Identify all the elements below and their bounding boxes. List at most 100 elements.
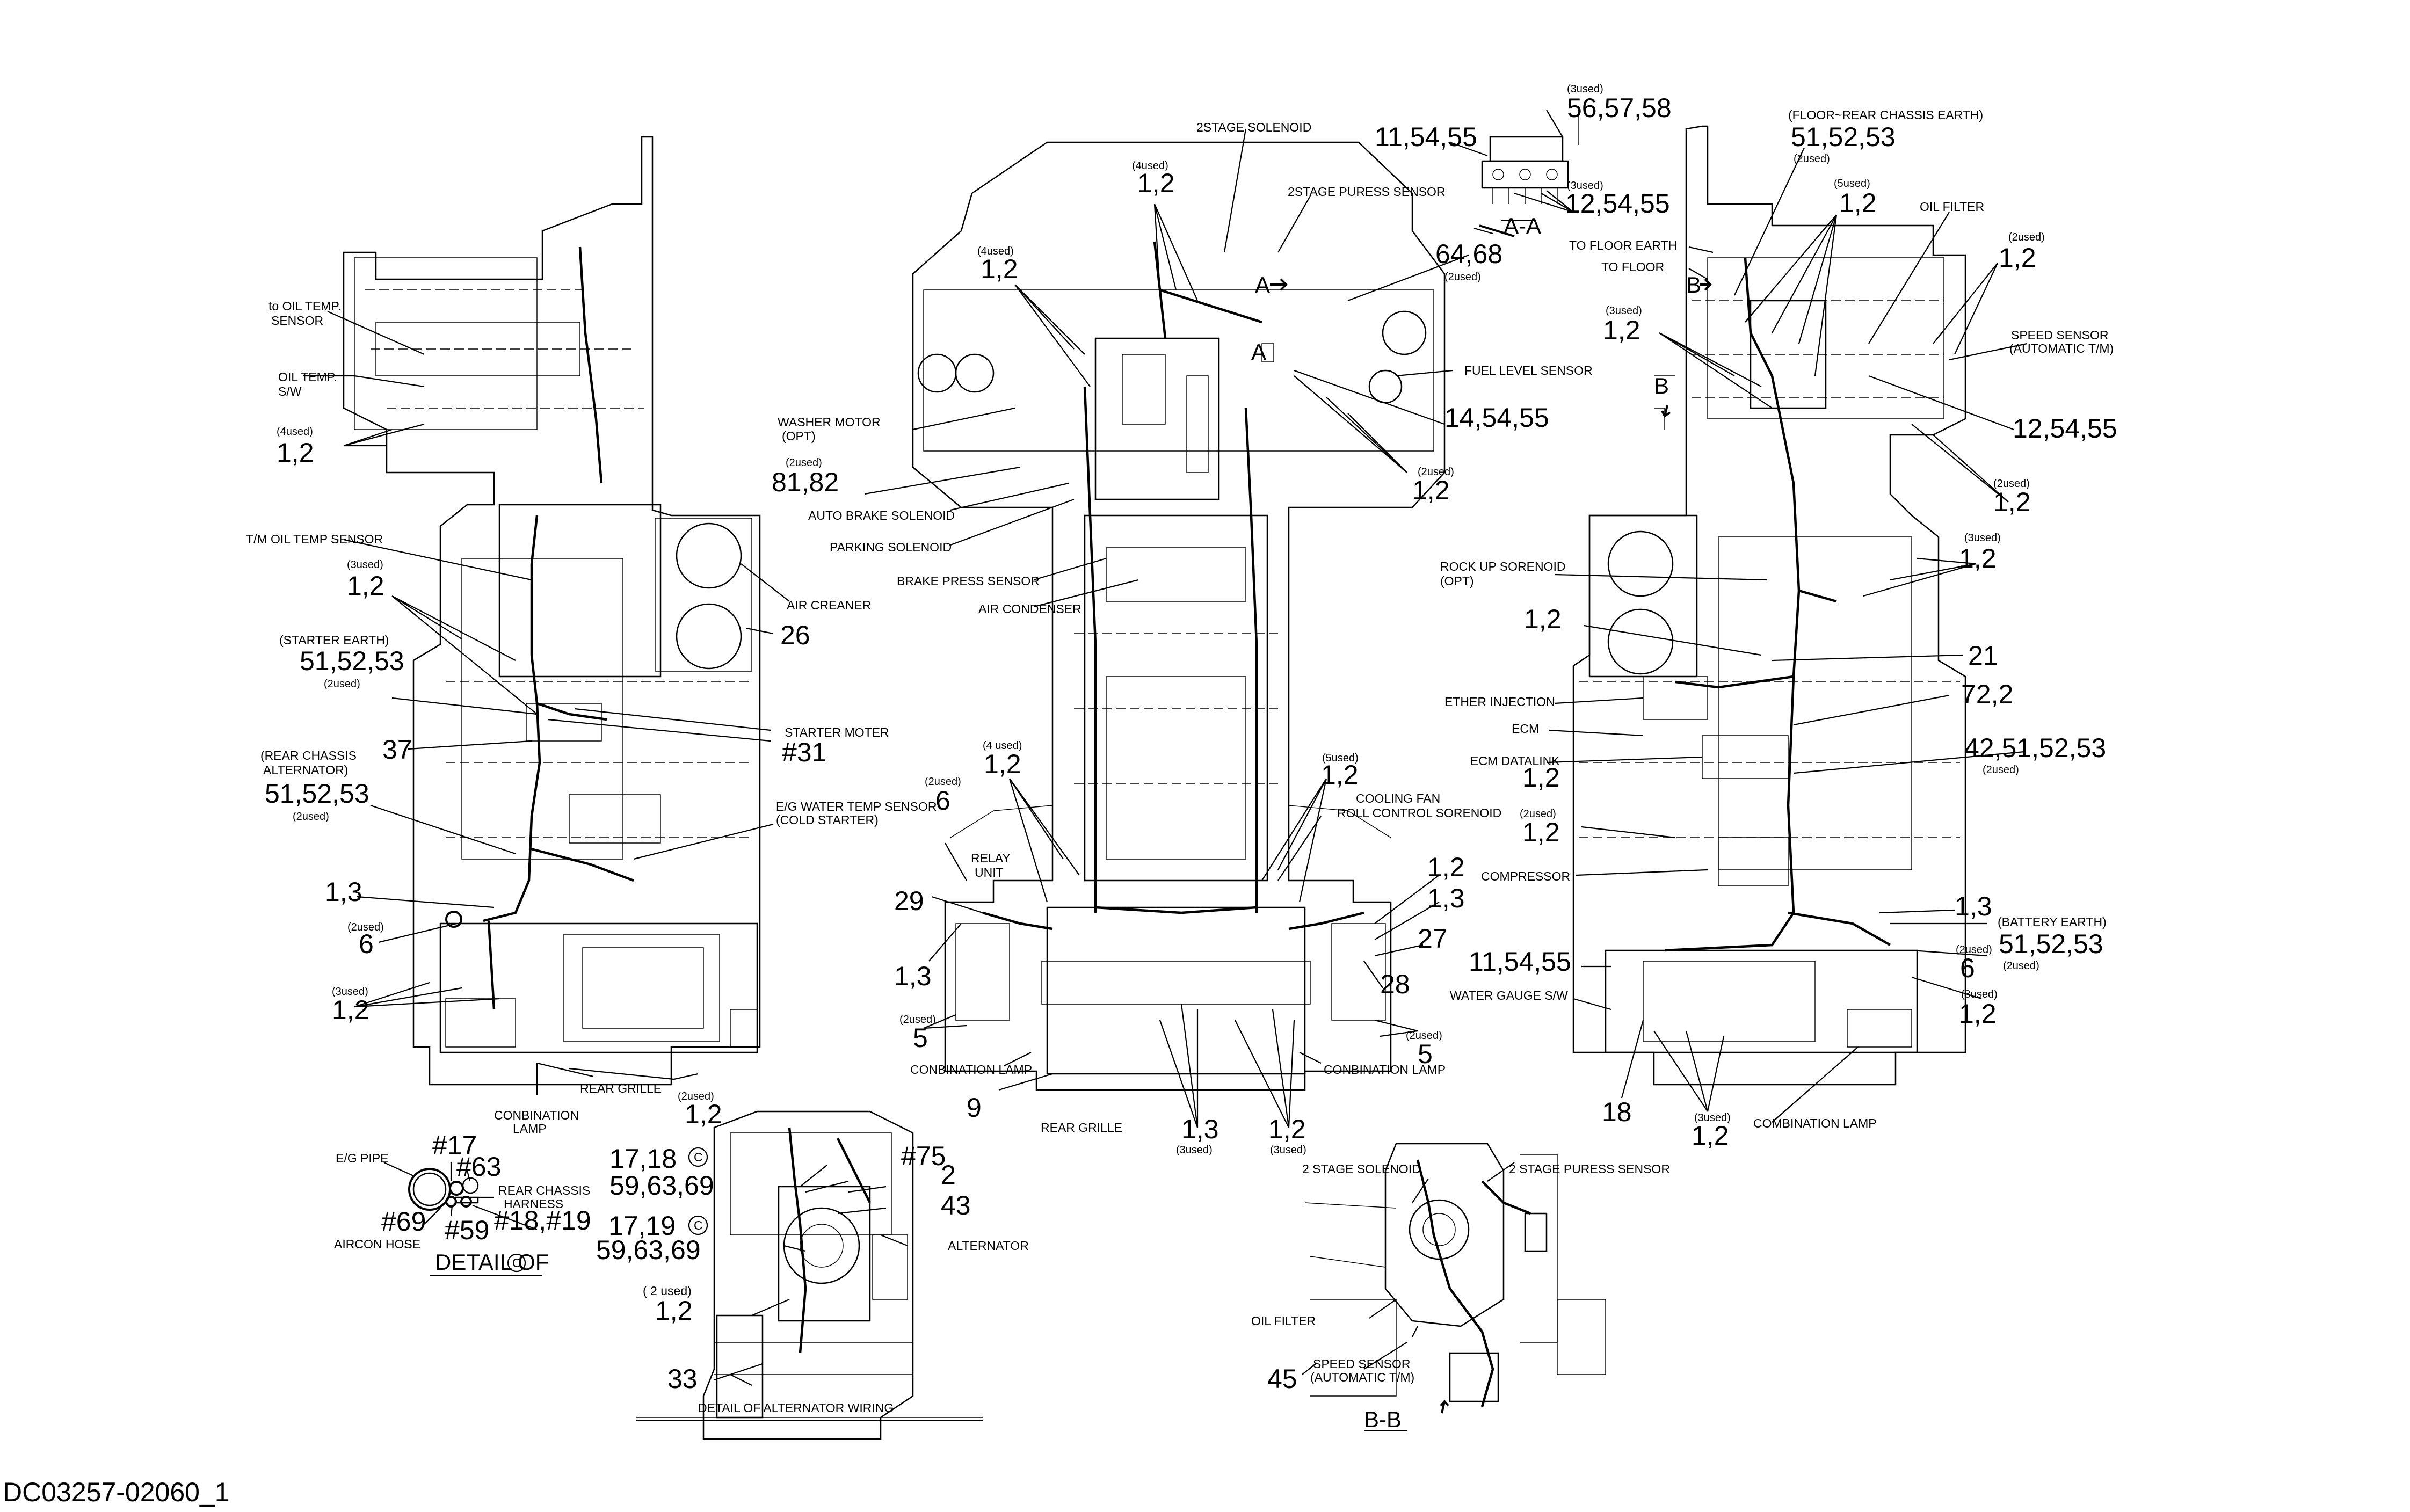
callout-label: 11,54,55 xyxy=(1375,122,1477,152)
callout-label: (OPT) xyxy=(782,429,816,443)
drawing-number: DC03257-02060_1 xyxy=(3,1477,230,1507)
callout-label: 1,2 xyxy=(1603,315,1640,345)
callout-label: REAR GRILLE xyxy=(580,1081,662,1095)
callout-label: 1,2 xyxy=(984,749,1021,779)
callout-label: CONBINATION LAMP xyxy=(1324,1063,1446,1077)
callout-label: 1,2 xyxy=(1268,1114,1306,1144)
callout-label: (3used) xyxy=(347,559,383,571)
center-top-view-labels: 2STAGE SOLENOID (4used) 1,2 2STAGE PURES… xyxy=(772,120,1593,1156)
callout-label: ( 2 used) xyxy=(643,1284,692,1298)
callout-label: (2used) xyxy=(1418,466,1454,478)
callout-label: 1,2 xyxy=(277,438,314,468)
callout-label: 1,3 xyxy=(894,961,932,991)
callout-label: SENSOR xyxy=(271,314,323,328)
section-b-b-drawing xyxy=(1304,1143,1606,1407)
callout-label: #63 xyxy=(456,1152,501,1182)
callout-label: 51,52,53 xyxy=(1791,122,1896,152)
callout-label: 1,3 xyxy=(1955,891,1992,921)
callout-label: ALTERNATOR) xyxy=(263,763,348,777)
callout-label: RELAY xyxy=(971,851,1011,865)
callout-label: 56,57,58 xyxy=(1567,93,1672,123)
callout-label: (COLD STARTER) xyxy=(776,813,879,827)
callout-label: (4used) xyxy=(277,426,313,438)
callout-label: 1,2 xyxy=(1839,188,1877,218)
callout-label: (2used) xyxy=(1794,153,1830,165)
callout-label: S/W xyxy=(278,384,302,398)
view-marker: A xyxy=(1251,339,1266,365)
callout-label: #59 xyxy=(445,1215,489,1245)
callout-label: 45 xyxy=(1267,1364,1297,1394)
callout-label: 33 xyxy=(667,1364,698,1394)
callout-label: (3used) xyxy=(1964,532,2001,544)
callout-label: (3used) xyxy=(1694,1112,1731,1124)
callout-label: (5used) xyxy=(1322,752,1359,764)
callout-label: WATER GAUGE S/W xyxy=(1450,988,1568,1002)
callout-label: #31 xyxy=(782,737,826,767)
callout-label: (2used) xyxy=(899,1014,936,1026)
section-a-a-labels: (3used) 56,57,58 11,54,55 (3used) 12,54,… xyxy=(1375,83,1672,238)
callout-label: (3used) xyxy=(1270,1144,1306,1156)
callout-label: (2used) xyxy=(1520,808,1556,820)
callout-label: 14,54,55 xyxy=(1444,403,1549,433)
callout-label: 26 xyxy=(780,620,810,650)
callout-label: (2used) xyxy=(1406,1030,1442,1042)
callout-label: #75 xyxy=(901,1141,946,1171)
detail-title: DETAIL OF ALTERNATOR WIRING xyxy=(698,1401,894,1415)
rear-right-view-drawing xyxy=(1572,125,1966,1086)
view-marker-labels: A A B B xyxy=(1251,272,1701,398)
callout-label: 1,2 xyxy=(685,1099,722,1129)
callout-label: 1,2 xyxy=(1959,999,1997,1029)
callout-label: CONBINATION xyxy=(494,1108,579,1122)
rear-left-view-labels: to OIL TEMP. SENSOR OIL TEMP. S/W (4used… xyxy=(246,299,937,1136)
callout-label: AIR CREANER xyxy=(787,598,871,612)
callout-label: 72,2 xyxy=(1961,679,2013,709)
callout-label: (2used) xyxy=(2008,231,2045,243)
detail-mark: C xyxy=(694,1150,703,1164)
callout-label: 1,2 xyxy=(1993,487,2031,517)
callout-label: (3used) xyxy=(1176,1144,1213,1156)
callout-label: HARNESS xyxy=(504,1197,563,1211)
callout-label: ECM xyxy=(1512,722,1539,736)
callout-label: 81,82 xyxy=(772,467,839,497)
callout-label: 1,3 xyxy=(1427,883,1465,913)
callout-label: E/G PIPE xyxy=(336,1151,388,1165)
callout-label: 59,63,69 xyxy=(596,1235,701,1265)
callout-label: TO FLOOR xyxy=(1601,260,1664,274)
callout-label: (2used) xyxy=(324,678,360,690)
callout-label: (4used) xyxy=(1132,160,1168,172)
detail-title-mark: C xyxy=(512,1256,521,1270)
callout-label: 6 xyxy=(1960,953,1975,983)
callout-label: (AUTOMATIC T/M) xyxy=(1310,1370,1414,1384)
callout-label: 6 xyxy=(359,929,374,959)
callout-label: 29 xyxy=(894,886,924,916)
callout-label: COMBINATION LAMP xyxy=(1753,1116,1877,1130)
callout-label: ETHER INJECTION xyxy=(1444,695,1555,709)
view-marker: B xyxy=(1654,373,1669,398)
callout-label: 2 STAGE PURESS SENSOR xyxy=(1509,1162,1670,1176)
callout-label: (REAR CHASSIS xyxy=(260,748,357,762)
callout-label: 1,2 xyxy=(1999,243,2036,273)
callout-label: (2used) xyxy=(1993,478,2030,490)
callout-label: 2STAGE SOLENOID xyxy=(1196,120,1311,134)
section-indicators xyxy=(430,220,1712,1431)
callout-label: 51,52,53 xyxy=(300,646,404,676)
callout-label: WASHER MOTOR xyxy=(778,415,881,429)
callout-label: COMPRESSOR xyxy=(1481,869,1570,883)
callout-label: OIL TEMP. xyxy=(278,370,337,384)
callout-label: (FLOOR~REAR CHASSIS EARTH) xyxy=(1788,108,1983,122)
callout-label: 2 STAGE SOLENOID xyxy=(1302,1162,1421,1176)
callout-label: (3used) xyxy=(332,986,368,998)
callout-label: (2used) xyxy=(1444,271,1481,283)
callout-label: 1,2 xyxy=(1522,762,1560,793)
callout-label: OIL FILTER xyxy=(1920,200,1984,214)
callout-label: (5used) xyxy=(1834,178,1870,190)
callout-label: 1,2 xyxy=(1959,543,1997,573)
callout-label: 1,2 xyxy=(1692,1121,1729,1151)
leader-lines xyxy=(303,110,2028,1386)
callout-label: to OIL TEMP. xyxy=(268,299,341,313)
callout-label: SPEED SENSOR xyxy=(1313,1357,1411,1371)
callout-label: SPEED SENSOR xyxy=(2011,328,2109,342)
callout-label: AIR CONDENSER xyxy=(978,602,1081,616)
